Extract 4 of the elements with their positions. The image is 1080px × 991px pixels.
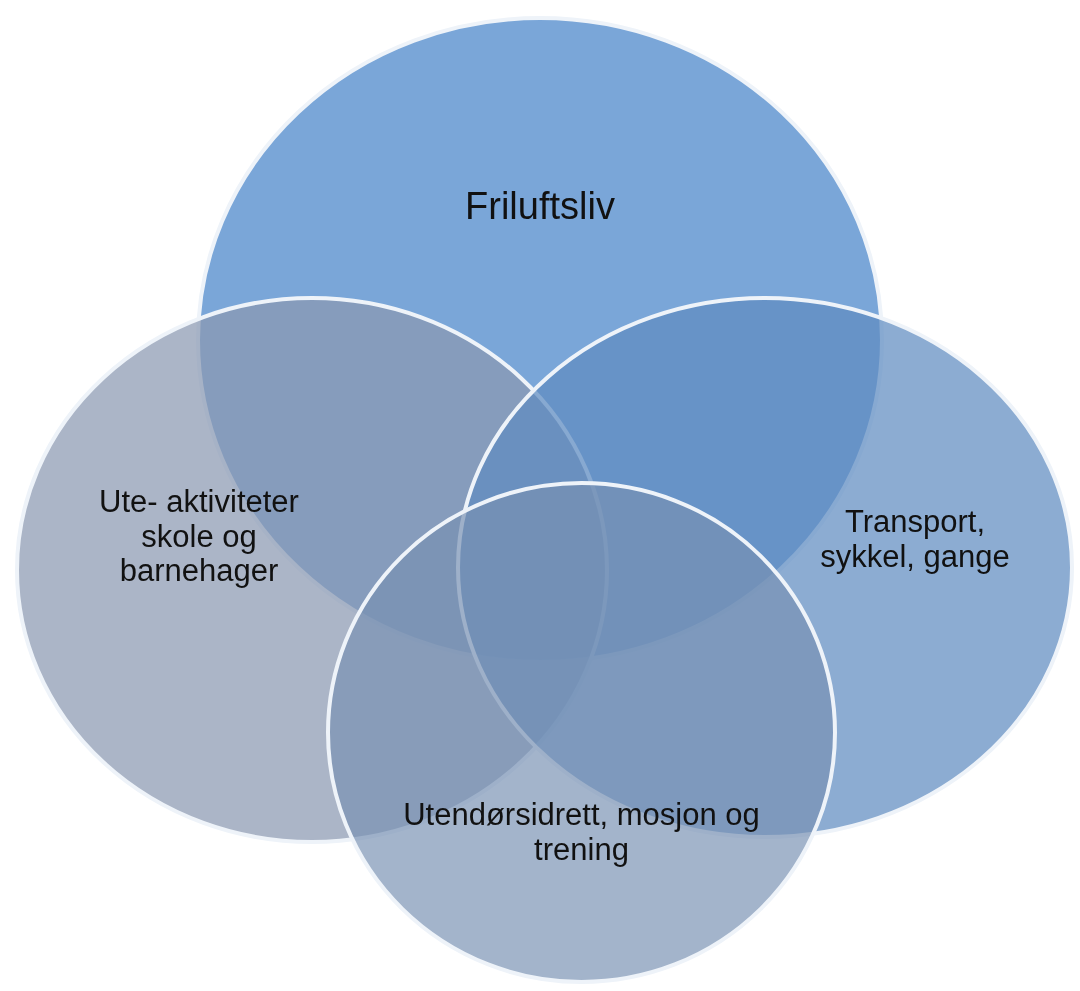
- circle-label: Transport, sykkel, gange: [819, 505, 1011, 575]
- circle-label: Utendørsidrett, mosjon og trening: [402, 798, 761, 868]
- circle-label: Ute- aktiviteter skole og barnehager: [98, 485, 300, 590]
- circle-label: Friluftsliv: [464, 185, 616, 228]
